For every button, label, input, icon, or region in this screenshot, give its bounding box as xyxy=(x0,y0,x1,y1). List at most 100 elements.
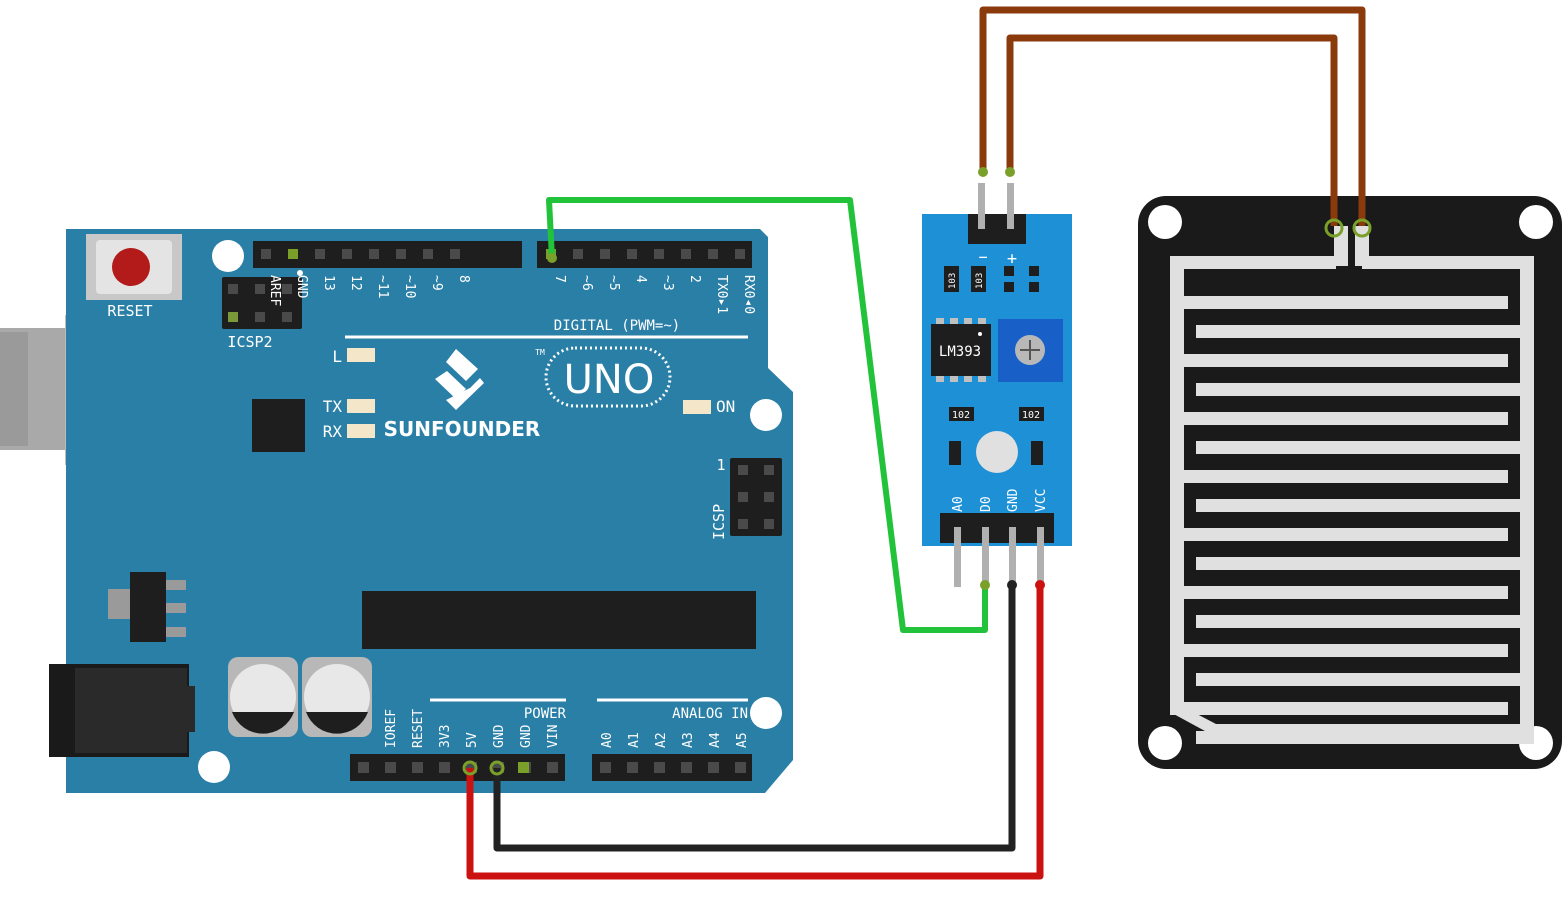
analog-pin-label: A4 xyxy=(708,732,723,748)
power-header-label: POWER xyxy=(524,706,567,722)
led-l xyxy=(347,348,375,362)
smd-pad xyxy=(1031,441,1043,465)
icsp2-header xyxy=(222,270,303,329)
smd-pad xyxy=(1004,282,1014,292)
reset-label: RESET xyxy=(107,302,152,320)
power-pin xyxy=(412,762,423,773)
module-pin-label: A0 xyxy=(951,496,966,512)
power-pin xyxy=(358,762,369,773)
digital-pin xyxy=(600,249,610,259)
smd-pad xyxy=(1029,266,1039,276)
icsp-label: ICSP xyxy=(710,504,728,540)
mounting-hole xyxy=(1519,205,1553,239)
digital-pin xyxy=(342,249,352,259)
digital-pin xyxy=(423,249,433,259)
analog-pin-label: A1 xyxy=(627,732,642,748)
mounting-hole xyxy=(1148,726,1182,760)
usb-chip xyxy=(252,399,305,452)
icsp-pin1-label: 1 xyxy=(716,456,725,474)
digital-pin-label: 2 xyxy=(687,275,702,283)
analog-pin-label: A3 xyxy=(681,732,696,748)
dc-power-jack xyxy=(49,664,195,757)
digital-pin-label: ~9 xyxy=(429,275,444,291)
power-pin xyxy=(493,762,504,773)
digital-pin-label: ~6 xyxy=(579,275,594,291)
lm393-chip: LM393 xyxy=(931,318,991,382)
digital-pin-label: 7 xyxy=(552,275,567,283)
power-pin-label: RESET xyxy=(411,709,426,748)
reset-button[interactable] xyxy=(86,234,182,300)
svg-text:102: 102 xyxy=(1022,410,1040,421)
analog-header xyxy=(592,754,752,781)
board-pcb xyxy=(66,229,793,793)
wires xyxy=(462,6,1372,880)
led-rx xyxy=(347,424,375,438)
wire-red-vcc xyxy=(466,585,1044,880)
digital-pin xyxy=(627,249,637,259)
smd-pad xyxy=(1029,282,1039,292)
raindrop-sensor-plate xyxy=(1138,196,1562,769)
digital-header xyxy=(253,241,752,268)
power-pin-label: VIN xyxy=(546,725,561,748)
digital-pin-label: ~10 xyxy=(402,275,417,298)
svg-text:102: 102 xyxy=(952,410,970,421)
power-pin xyxy=(466,762,477,773)
led-l-label: L xyxy=(332,347,342,366)
power-pin-label: IOREF xyxy=(384,709,399,748)
tm-mark: TM xyxy=(535,348,545,357)
led-tx-label: TX xyxy=(323,397,343,416)
analog-pin xyxy=(681,762,692,773)
digital-pin xyxy=(681,249,691,259)
module-pin-minus: − xyxy=(978,248,987,266)
digital-pin xyxy=(735,249,745,259)
mounting-hole xyxy=(750,399,782,431)
resistor: 103 xyxy=(944,266,959,292)
module-input-header xyxy=(968,214,1026,244)
digital-pin xyxy=(288,249,298,259)
power-pin-label: 5V xyxy=(465,732,480,748)
digital-pin-label: ~3 xyxy=(660,275,675,291)
icsp-header xyxy=(730,458,782,536)
sunfounder-logo-icon xyxy=(435,349,484,410)
analog-pin-label: A2 xyxy=(654,732,669,748)
gnd-pin-marker xyxy=(518,762,529,773)
potentiometer[interactable] xyxy=(998,319,1063,382)
led-on xyxy=(683,400,711,414)
digital-pin xyxy=(369,249,379,259)
led-on-label: ON xyxy=(716,397,735,416)
sensor-traces xyxy=(1170,226,1534,744)
svg-text:LM393: LM393 xyxy=(939,344,981,360)
power-pin xyxy=(439,762,450,773)
digital-pin xyxy=(708,249,718,259)
icsp2-label: ICSP2 xyxy=(227,333,272,351)
wire-green-signal xyxy=(546,197,988,633)
analog-pin xyxy=(708,762,719,773)
resistor: 102 xyxy=(949,407,974,421)
resistor: 103 xyxy=(971,266,986,292)
digital-pin xyxy=(450,249,460,259)
power-pin-label: GND xyxy=(519,724,534,748)
smd-pad xyxy=(1004,266,1014,276)
analog-pin xyxy=(600,762,611,773)
wire-black-gnd xyxy=(493,585,1016,852)
digital-pin xyxy=(396,249,406,259)
digital-pin-label: ~11 xyxy=(375,275,390,298)
digital-pin-label: 13 xyxy=(321,275,336,291)
power-pin-label: 3V3 xyxy=(438,725,453,748)
digital-pin-label: ~5 xyxy=(606,275,621,291)
digital-pin-label: TX0▸1 xyxy=(714,275,729,314)
analog-header-label: ANALOG IN xyxy=(672,706,748,722)
analog-pin xyxy=(735,762,746,773)
resistor: 102 xyxy=(1019,407,1044,421)
power-pin xyxy=(547,762,558,773)
voltage-regulator xyxy=(108,572,186,642)
module-pin-label: D0 xyxy=(979,496,994,512)
capacitor xyxy=(302,657,372,737)
analog-pin xyxy=(654,762,665,773)
digital-pin-label: GND xyxy=(294,275,309,299)
digital-pin xyxy=(654,249,664,259)
digital-pin-label: 12 xyxy=(348,275,363,291)
